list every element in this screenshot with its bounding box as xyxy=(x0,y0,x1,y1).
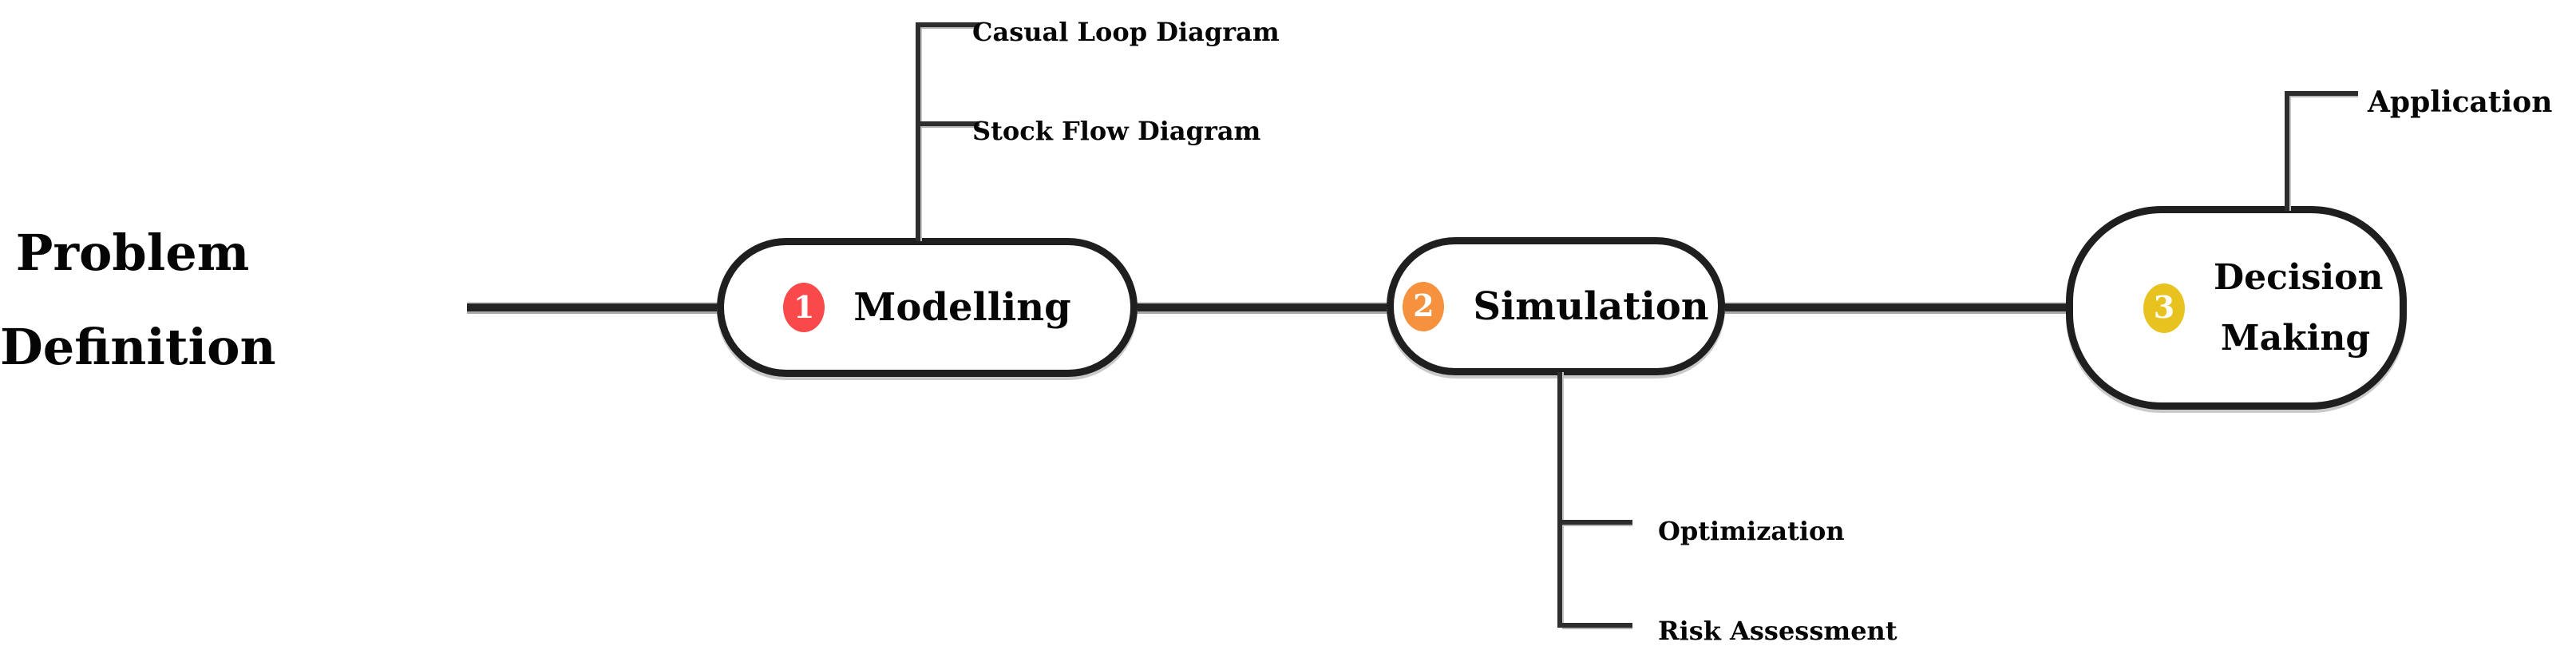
node-simulation: 2 Simulation xyxy=(1387,237,1725,375)
branch-label-risk-assessment: Risk Assessment xyxy=(1658,616,1897,646)
branch-label-application: Application xyxy=(2368,85,2553,119)
connector-start-to-modelling xyxy=(467,302,722,314)
step-1-badge: 1 xyxy=(783,283,825,332)
branch-line-simulation xyxy=(1557,372,1564,628)
node-modelling: 1 Modelling xyxy=(717,238,1138,377)
start-node-label: Problem Definition xyxy=(0,224,276,376)
branch-tick-optimization xyxy=(1562,520,1632,526)
branch-label-stock-flow-diagram: Stock Flow Diagram xyxy=(972,116,1261,146)
branch-label-optimization: Optimization xyxy=(1658,516,1845,546)
branch-tick-stock-flow-diagram xyxy=(920,121,979,128)
node-decision-making: 3 Decision Making xyxy=(2066,206,2407,410)
connector-modelling-to-simulation xyxy=(1132,302,1394,314)
branch-line-modelling xyxy=(916,22,922,241)
branch-tick-risk-assessment xyxy=(1562,623,1632,629)
branch-tick-casual-loop-diagram xyxy=(920,22,979,29)
branch-label-casual-loop-diagram: Casual Loop Diagram xyxy=(972,17,1280,47)
step-3-badge: 3 xyxy=(2143,283,2185,333)
branch-tick-application xyxy=(2289,91,2358,97)
node-modelling-label: Modelling xyxy=(853,285,1071,330)
connector-simulation-to-decision xyxy=(1719,302,2071,314)
node-decision-making-label: Decision Making xyxy=(2214,256,2384,359)
branch-line-decision-making xyxy=(2285,91,2291,211)
node-simulation-label: Simulation xyxy=(1473,283,1709,329)
step-2-badge: 2 xyxy=(1403,281,1445,331)
